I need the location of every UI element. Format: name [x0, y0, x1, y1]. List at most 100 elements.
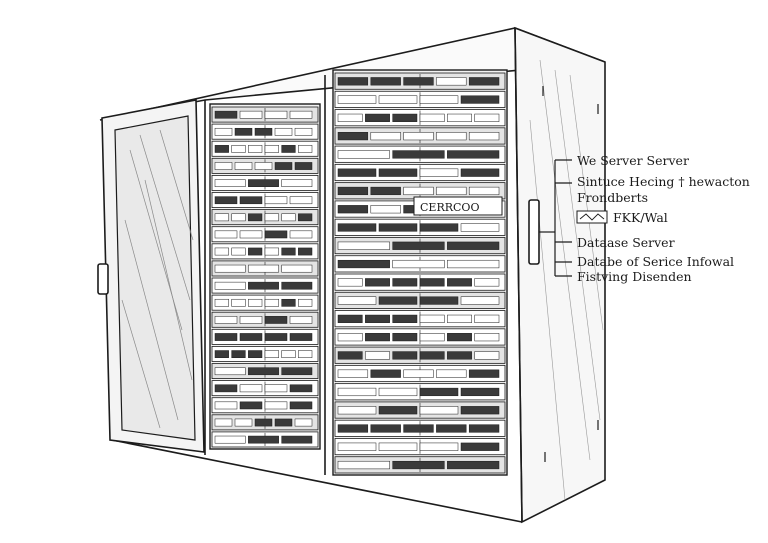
- drive-bay: [214, 110, 238, 119]
- drive-bay: [337, 150, 390, 159]
- drive-bay: [337, 168, 377, 177]
- drive-bay: [447, 259, 500, 269]
- callout-bracket: [539, 159, 572, 277]
- drive-bay: [289, 196, 313, 205]
- drive-bay: [248, 367, 279, 376]
- drive-bay: [447, 113, 472, 122]
- drive-bay: [298, 298, 313, 307]
- drive-bay: [337, 406, 377, 415]
- drive-bay: [419, 278, 445, 287]
- drive-bay: [264, 316, 288, 324]
- drive-bay: [337, 351, 363, 360]
- drive-bay: [264, 350, 279, 358]
- drive-bay: [337, 369, 369, 378]
- drive-bay: [214, 162, 233, 170]
- drive-bay: [460, 168, 500, 177]
- drive-bay: [248, 213, 263, 222]
- rack-bay-left: [209, 103, 321, 450]
- drive-bay: [365, 113, 390, 122]
- drive-bay: [447, 314, 472, 323]
- drive-bay: [460, 406, 500, 415]
- drive-bay: [239, 196, 263, 205]
- drive-bay: [378, 387, 418, 397]
- drive-bay: [365, 351, 390, 360]
- drive-bay: [281, 145, 296, 153]
- drive-bay: [337, 460, 390, 470]
- drive-bay: [214, 145, 229, 153]
- drive-bay: [214, 230, 238, 239]
- drive-bay: [419, 296, 459, 305]
- drive-bay: [294, 127, 313, 136]
- drive-bay: [264, 247, 279, 256]
- drive-bay: [214, 435, 246, 444]
- drive-bay: [248, 145, 263, 153]
- drive-bay: [239, 384, 263, 393]
- drive-bay: [468, 186, 500, 196]
- drive-bay: [214, 316, 238, 324]
- drive-bay: [337, 186, 369, 196]
- drive-bay: [289, 316, 313, 324]
- drive-bay: [365, 333, 390, 342]
- drive-bay: [234, 162, 253, 170]
- fkk-box: [576, 210, 608, 224]
- drive-bay: [460, 223, 500, 232]
- drive-bay: [231, 350, 246, 358]
- drive-bay: [378, 442, 418, 451]
- drive-bay: [254, 162, 273, 170]
- drive-bay: [298, 213, 313, 222]
- drive-bay: [468, 424, 500, 433]
- drive-bay: [298, 145, 313, 153]
- drive-bay: [254, 127, 273, 136]
- drive-bay: [403, 77, 434, 86]
- drive-bay: [214, 127, 233, 136]
- drive-bay: [436, 186, 467, 196]
- drive-bay: [378, 223, 418, 232]
- rack-label-text: CERRCOO: [420, 201, 479, 214]
- drive-bay: [214, 401, 238, 410]
- drive-bay: [419, 406, 459, 415]
- drive-bay: [248, 435, 279, 444]
- drive-bay: [239, 230, 263, 239]
- drive-bay: [392, 333, 418, 342]
- label-web-server: We Server Server: [577, 153, 689, 168]
- drive-bay: [264, 196, 288, 205]
- drive-bay: [214, 350, 229, 358]
- drive-bay: [370, 205, 401, 214]
- drive-bay: [294, 418, 313, 427]
- drive-bay: [337, 333, 363, 342]
- drive-bay: [231, 145, 246, 153]
- drive-bay: [337, 259, 390, 269]
- drive-bay: [264, 298, 279, 307]
- drive-bay: [274, 418, 293, 427]
- drive-bay: [392, 351, 418, 360]
- drive-bay: [248, 350, 263, 358]
- drive-bay: [460, 442, 500, 451]
- drive-bay: [370, 77, 401, 86]
- drive-bay: [392, 259, 445, 269]
- drive-bay: [474, 333, 500, 342]
- drive-bay: [231, 247, 246, 256]
- label-database-server: Dataase Server: [577, 235, 675, 250]
- drive-bay: [436, 369, 467, 378]
- drive-bay: [239, 401, 263, 410]
- drive-bay: [281, 179, 313, 187]
- drive-bay: [392, 314, 418, 323]
- drive-bay: [403, 369, 434, 378]
- drive-bay: [392, 460, 445, 470]
- label-database-service: Databe of Serice Infowal: [577, 254, 734, 269]
- drive-bay: [281, 247, 296, 256]
- drive-bay: [337, 387, 377, 397]
- drive-bay: [248, 298, 263, 307]
- drive-bay: [239, 333, 263, 341]
- drive-bay: [337, 314, 363, 323]
- drive-bay: [337, 223, 377, 232]
- drive-bay: [234, 418, 253, 427]
- drive-bay: [419, 168, 459, 177]
- label-firewall: FKK/Wal: [613, 210, 668, 225]
- drive-bay: [281, 264, 313, 273]
- side-panel-shading: [529, 59, 604, 501]
- door-handle: [97, 263, 109, 295]
- label-frontends: Frondberts: [577, 190, 648, 205]
- drive-bay: [337, 77, 369, 86]
